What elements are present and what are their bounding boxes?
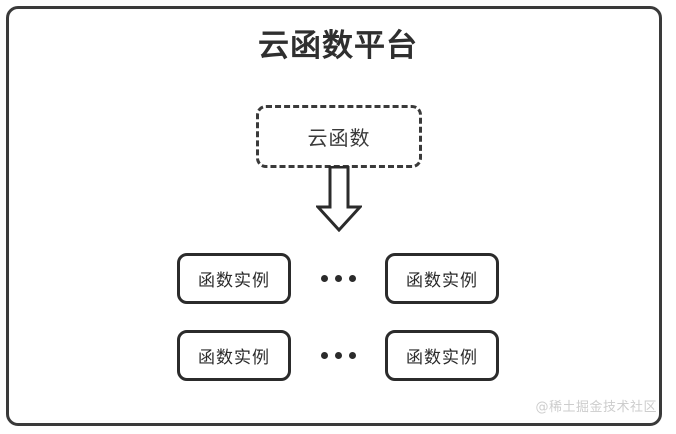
- function-instance-box: 函数实例: [385, 329, 499, 381]
- function-instance-label: 函数实例: [198, 270, 270, 291]
- function-instance-label: 函数实例: [406, 270, 478, 291]
- page-title: 云函数平台: [258, 28, 418, 64]
- ellipsis-dot: [320, 274, 328, 282]
- ellipsis-indicator: •••: [291, 274, 385, 282]
- ellipsis-dot: [348, 274, 356, 282]
- function-instance-label: 函数实例: [406, 347, 478, 368]
- watermark: @稀土掘金技术社区: [535, 400, 657, 415]
- function-instance-box: 函数实例: [177, 329, 291, 381]
- function-instance-label: 函数实例: [198, 347, 270, 368]
- instance-row-1: 函数实例 ••• 函数实例: [0, 252, 676, 304]
- ellipsis-dot: [348, 351, 356, 359]
- ellipsis-dot: [334, 274, 342, 282]
- ellipsis-indicator: •••: [291, 351, 385, 359]
- ellipsis-dot: [334, 351, 342, 359]
- ellipsis-dot: [320, 351, 328, 359]
- cloud-function-label: 云函数: [307, 126, 371, 150]
- function-instance-box: 函数实例: [385, 252, 499, 304]
- cloud-function-node: 云函数: [256, 105, 422, 168]
- down-arrow-icon: [316, 166, 362, 232]
- function-instance-box: 函数实例: [177, 252, 291, 304]
- instance-row-2: 函数实例 ••• 函数实例: [0, 329, 676, 381]
